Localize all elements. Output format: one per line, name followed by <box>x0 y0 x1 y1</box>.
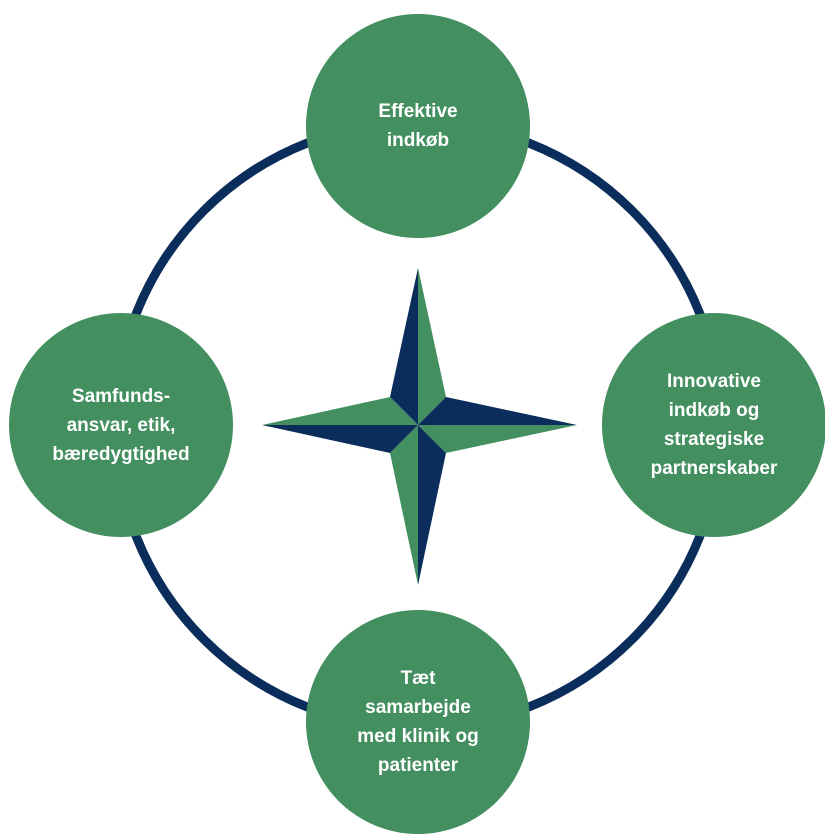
node-label: Tæt samarbejde med klinik og patienter <box>357 668 479 776</box>
compass-star-icon <box>262 268 577 585</box>
node-label: Samfunds- ansvar, etik, bæredygtighed <box>52 385 190 465</box>
node-innovative-procurement: Innovative indkøb og strategiske partner… <box>602 313 825 537</box>
star-south-green-facet <box>390 425 418 585</box>
star-north-green-facet <box>418 268 446 425</box>
star-south-dark-facet <box>418 425 446 585</box>
node-label: Innovative indkøb og strategiske partner… <box>650 371 778 479</box>
star-east-dark-facet <box>418 397 577 425</box>
node-social-responsibility: Samfunds- ansvar, etik, bæredygtighed <box>9 313 233 537</box>
star-west-dark-facet <box>262 425 418 453</box>
star-east-green-facet <box>418 425 577 453</box>
node-label: Effektive indkøb <box>378 101 458 151</box>
node-close-collaboration: Tæt samarbejde med klinik og patienter <box>306 610 530 834</box>
star-west-green-facet <box>262 397 418 425</box>
star-north-dark-facet <box>390 268 418 425</box>
node-effective-procurement: Effektive indkøb <box>306 14 530 238</box>
